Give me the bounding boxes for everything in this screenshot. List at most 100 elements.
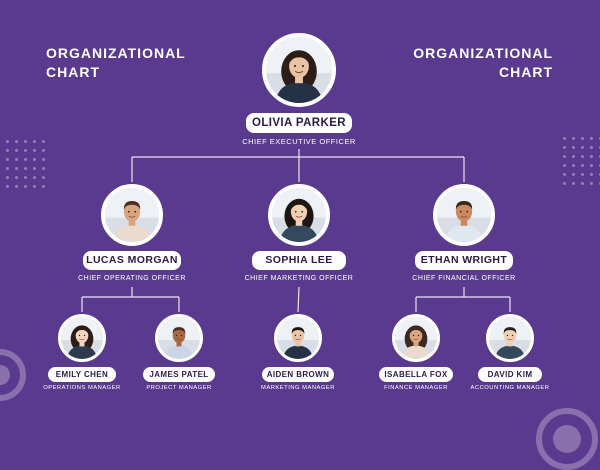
role-label: PROJECT MANAGER: [146, 385, 212, 391]
name-label: AIDEN BROWN: [262, 367, 334, 382]
decorative-dot: [24, 158, 27, 161]
decorative-dot-grid-left: [6, 140, 45, 188]
decorative-dot: [590, 182, 593, 185]
decorative-dot: [590, 137, 593, 140]
decorative-dot: [581, 155, 584, 158]
decorative-dot: [33, 140, 36, 143]
decorative-dot: [581, 173, 584, 176]
decorative-dot: [24, 140, 27, 143]
role-label: FINANCE MANAGER: [384, 385, 448, 391]
role-label: CHIEF EXECUTIVE OFFICER: [242, 137, 356, 146]
decorative-dot: [563, 164, 566, 167]
name-label: OLIVIA PARKER: [246, 113, 352, 133]
title-line-1: ORGANIZATIONAL: [46, 45, 186, 61]
decorative-dot: [581, 182, 584, 185]
avatar[interactable]: [433, 184, 495, 246]
chart-title-right: ORGANIZATIONAL CHART: [413, 44, 553, 82]
name-label: LUCAS MORGAN: [83, 251, 181, 270]
avatar[interactable]: [262, 33, 336, 107]
decorative-dot: [42, 158, 45, 161]
decorative-dot: [6, 140, 9, 143]
decorative-dot: [42, 149, 45, 152]
decorative-dot: [581, 137, 584, 140]
name-label: DAVID KIM: [478, 367, 542, 382]
role-label: OPERATIONS MANAGER: [43, 385, 121, 391]
man-portrait-icon: [437, 188, 491, 242]
name-label: ISABELLA FOX: [379, 367, 453, 382]
decorative-dot: [24, 176, 27, 179]
decorative-dot: [33, 158, 36, 161]
org-chart-canvas: ORGANIZATIONAL CHART ORGANIZATIONAL CHAR…: [0, 33, 600, 470]
decorative-dot: [572, 173, 575, 176]
decorative-dot: [572, 137, 575, 140]
role-label: CHIEF MARKETING OFFICER: [244, 275, 354, 282]
decorative-dot: [24, 149, 27, 152]
man-portrait-icon: [105, 188, 159, 242]
man-portrait-icon: [277, 317, 319, 359]
decorative-dot: [33, 176, 36, 179]
avatar[interactable]: [58, 314, 106, 362]
role-label: ACCOUNTING MANAGER: [470, 385, 550, 391]
role-label: MARKETING MANAGER: [261, 385, 335, 391]
decorative-dot: [6, 176, 9, 179]
decorative-dot: [590, 173, 593, 176]
decorative-dot: [6, 167, 9, 170]
decorative-dot: [563, 182, 566, 185]
title-line-2: CHART: [499, 64, 553, 80]
title-line-1: ORGANIZATIONAL: [413, 45, 553, 61]
decorative-dot: [15, 149, 18, 152]
name-label: JAMES PATEL: [143, 367, 215, 382]
decorative-dot: [24, 185, 27, 188]
decorative-dot: [24, 167, 27, 170]
decorative-dot: [33, 185, 36, 188]
role-label: CHIEF OPERATING OFFICER: [78, 275, 186, 282]
decorative-dot: [581, 164, 584, 167]
avatar[interactable]: [486, 314, 534, 362]
decorative-dot: [42, 140, 45, 143]
decorative-dot: [563, 146, 566, 149]
decorative-dot: [563, 137, 566, 140]
decorative-dot: [33, 167, 36, 170]
connector-line: [297, 286, 300, 313]
man-portrait-icon: [489, 317, 531, 359]
role-label: CHIEF FINANCIAL OFFICER: [412, 275, 516, 282]
decorative-dot: [6, 185, 9, 188]
decorative-dot: [42, 167, 45, 170]
connector-lines: [81, 149, 511, 313]
avatar[interactable]: [392, 314, 440, 362]
decorative-dot: [563, 173, 566, 176]
decorative-dot: [572, 164, 575, 167]
woman-portrait-icon: [266, 37, 332, 103]
name-label: EMILY CHEN: [48, 367, 116, 382]
woman-portrait-icon: [61, 317, 103, 359]
decorative-dot: [572, 182, 575, 185]
decorative-dot: [590, 164, 593, 167]
woman-portrait-icon: [395, 317, 437, 359]
decorative-dot: [42, 185, 45, 188]
decorative-dot: [15, 167, 18, 170]
decorative-dot: [42, 176, 45, 179]
avatar[interactable]: [101, 184, 163, 246]
decorative-dot: [563, 155, 566, 158]
decorative-dot: [6, 158, 9, 161]
decorative-dot: [572, 146, 575, 149]
name-label: ETHAN WRIGHT: [415, 251, 513, 270]
decorative-dot: [15, 176, 18, 179]
man-portrait-icon: [158, 317, 200, 359]
name-label: SOPHIA LEE: [252, 251, 346, 270]
decorative-dot: [15, 140, 18, 143]
avatar[interactable]: [268, 184, 330, 246]
woman-portrait-icon: [272, 188, 326, 242]
decorative-dot: [572, 155, 575, 158]
decorative-dot: [590, 146, 593, 149]
chart-title-left: ORGANIZATIONAL CHART: [46, 44, 186, 82]
decorative-dot: [581, 146, 584, 149]
decorative-dot: [15, 158, 18, 161]
avatar[interactable]: [155, 314, 203, 362]
title-line-2: CHART: [46, 64, 100, 80]
decorative-dot: [590, 155, 593, 158]
decorative-dot: [33, 149, 36, 152]
avatar[interactable]: [274, 314, 322, 362]
decorative-dot: [15, 185, 18, 188]
decorative-dot: [6, 149, 9, 152]
